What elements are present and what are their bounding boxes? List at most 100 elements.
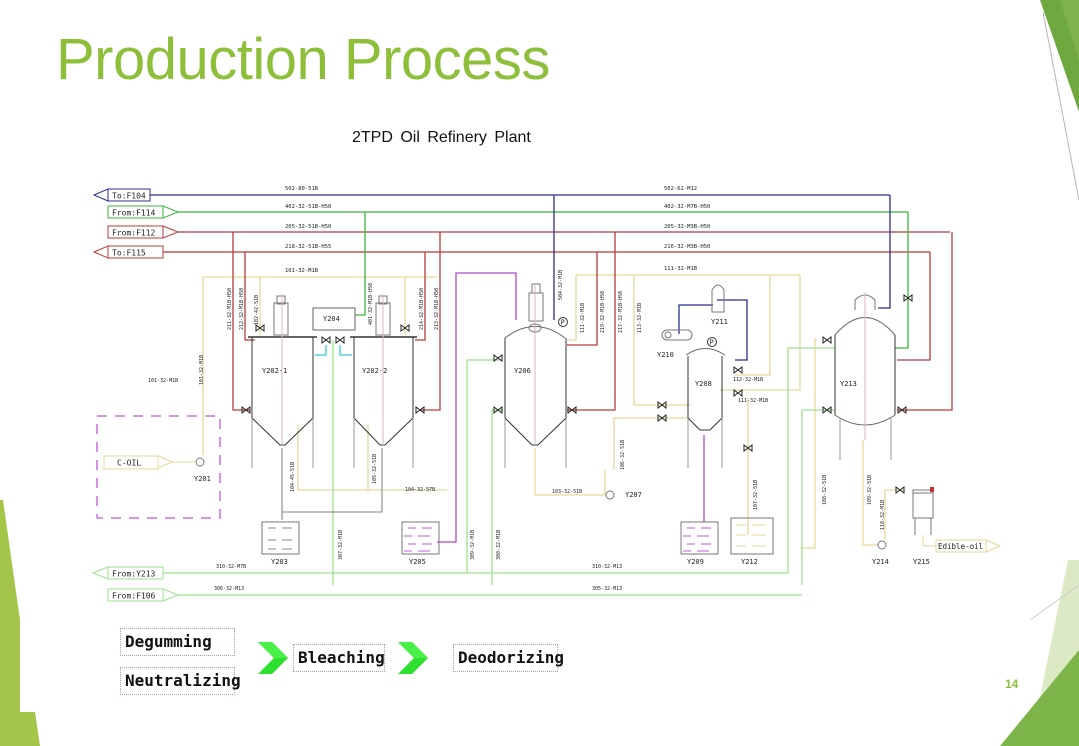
pipe-label: 305-32-M13 (592, 586, 622, 592)
valve[interactable] (822, 336, 832, 344)
yellow-y207-up (613, 417, 690, 470)
tank-y202-1[interactable] (248, 295, 317, 468)
tank-y206[interactable] (504, 283, 567, 468)
connector-label: Edible-oil (938, 542, 983, 551)
stage-neutralizing: Neutralizing (120, 667, 241, 695)
connector-to-f104[interactable]: To:F104 (92, 188, 151, 202)
valve[interactable] (733, 389, 743, 397)
tank-y211[interactable] (711, 284, 725, 313)
tank-y209[interactable] (680, 521, 719, 555)
valve[interactable] (733, 366, 743, 374)
pipe-label: 108-32-51B (822, 475, 828, 505)
connector-to-f115[interactable]: To:F115 (92, 245, 164, 259)
left-accent-shape (0, 500, 40, 746)
equipment-labels: Y201 Y202-1 Y202-2 Y203 Y204 Y205 Y206 Y… (194, 315, 930, 566)
valve[interactable] (321, 336, 331, 344)
yellow-y208 (735, 275, 771, 376)
equipment-label: Y201 (194, 475, 211, 483)
pipe-label: 105-32-51B (372, 454, 378, 484)
pipe-label: 104-32-57B (405, 487, 435, 493)
line-label: 402-32-51B-H50 (285, 204, 331, 210)
vertical-pipes (163, 195, 953, 596)
connector-from-f112[interactable]: From:F112 (107, 225, 180, 239)
red-drop-y202-1-a (232, 232, 250, 411)
equipment-label: Y209 (687, 558, 704, 566)
pump-y214[interactable] (877, 540, 887, 550)
equipment-label: Y205 (409, 558, 426, 566)
line-label: 218-32-51B-H55 (285, 244, 331, 250)
stage-label: Deodorizing (458, 648, 564, 667)
gray-y202-2-line (282, 448, 383, 513)
blue-y211-line (717, 299, 748, 361)
equipment-label: Y215 (913, 558, 930, 566)
page-number: 14 (1005, 677, 1019, 691)
pump-y201[interactable] (195, 457, 205, 467)
crude-oil-area: C-OIL (96, 415, 221, 519)
tank-y208[interactable] (685, 348, 726, 469)
magenta-y205-y206 (437, 272, 517, 543)
pipe-label: 101-32-M1B (199, 355, 205, 385)
pipe-label: 309-32-M1B (470, 530, 476, 560)
connector-edible-oil[interactable]: Edible-oil (922, 535, 1002, 553)
equipment-label: Y213 (840, 380, 857, 388)
connector-label: C-OIL (117, 459, 141, 468)
top-right-accent-shape-light (1060, 0, 1079, 60)
pipe-label: 219-32-M1B-H50 (600, 291, 606, 333)
top-right-accent-line (1042, 11, 1079, 201)
filter-y215[interactable] (912, 487, 934, 535)
pump-marker-label: P (561, 319, 565, 327)
green-drop-y213 (895, 212, 909, 349)
pipe-label: 214-32-M1B-H50 (419, 288, 425, 330)
tank-y205[interactable] (401, 521, 440, 555)
yellow-y206-2 (633, 275, 690, 406)
pipe-label: 109-32-51B (867, 475, 873, 505)
lightgreen-y213-loop2 (801, 409, 835, 585)
connector-c-oil[interactable]: C-OIL (103, 455, 196, 470)
yellow-y208-2 (720, 275, 801, 391)
tank-y202-2[interactable] (350, 295, 417, 468)
pump-y207[interactable] (605, 490, 615, 500)
tank-y204[interactable] (312, 307, 356, 331)
cyan-y204-right (339, 345, 352, 356)
pipe-label: 106-32-51B (620, 440, 626, 470)
line-label: 502-62-M12 (664, 186, 697, 192)
connector-from-y213[interactable]: From:Y213 (91, 566, 164, 580)
pipe-label: 217-32-M1B-H50 (618, 291, 624, 333)
yellow-y206 (567, 275, 577, 341)
tank-y213[interactable] (834, 292, 896, 460)
connector-label: To:F104 (112, 192, 146, 201)
green-drop-y204 (355, 212, 366, 316)
equipment-label: Y203 (271, 558, 288, 566)
slide-title: Production Process (56, 27, 550, 92)
pipe-label: 110-32-M1B (880, 500, 886, 530)
pipe-label: 101-32-M1B (148, 378, 178, 384)
connector-label: From:Y213 (112, 570, 156, 579)
stage-deodorizing: Deodorizing (453, 644, 564, 672)
connector-from-f114[interactable]: From:F114 (107, 205, 180, 219)
blue-y210-y211 (678, 304, 713, 334)
pipe-label: 113-32-M1B (637, 303, 643, 333)
valve[interactable] (335, 336, 345, 344)
equipment-label: Y206 (514, 367, 531, 375)
equipment-label: Y207 (625, 491, 642, 499)
bottom-right-accent-shape (1000, 650, 1079, 746)
pipe-label: 308-32-M1B (496, 530, 502, 560)
tank-y203[interactable] (261, 521, 300, 555)
equipment-label: Y202-1 (262, 367, 287, 375)
stage-label: Neutralizing (125, 671, 241, 690)
connector-from-f106[interactable]: From:F106 (107, 588, 180, 602)
pipe-label: 111-32-M1B (738, 398, 768, 404)
pipe-label: 307-32-M1B (338, 530, 344, 560)
stage-bleaching: Bleaching (293, 644, 385, 672)
compressor-y210[interactable] (661, 329, 693, 341)
pipe-label: 211-32-M1B-H50 (227, 288, 233, 330)
pipe-label: 310-32-M7B (216, 564, 246, 570)
pump-markers: P P (558, 317, 717, 347)
yellow-y214 (862, 440, 878, 546)
pipe-label: 213-32-M1B-H50 (434, 288, 440, 330)
connector-label: To:F115 (112, 249, 146, 258)
header-line-labels: 502-80-51B 502-62-M12 402-32-51B-H50 402… (285, 186, 710, 274)
tank-y212[interactable] (730, 517, 774, 555)
pipe-label: 104-45-51B (290, 462, 296, 492)
